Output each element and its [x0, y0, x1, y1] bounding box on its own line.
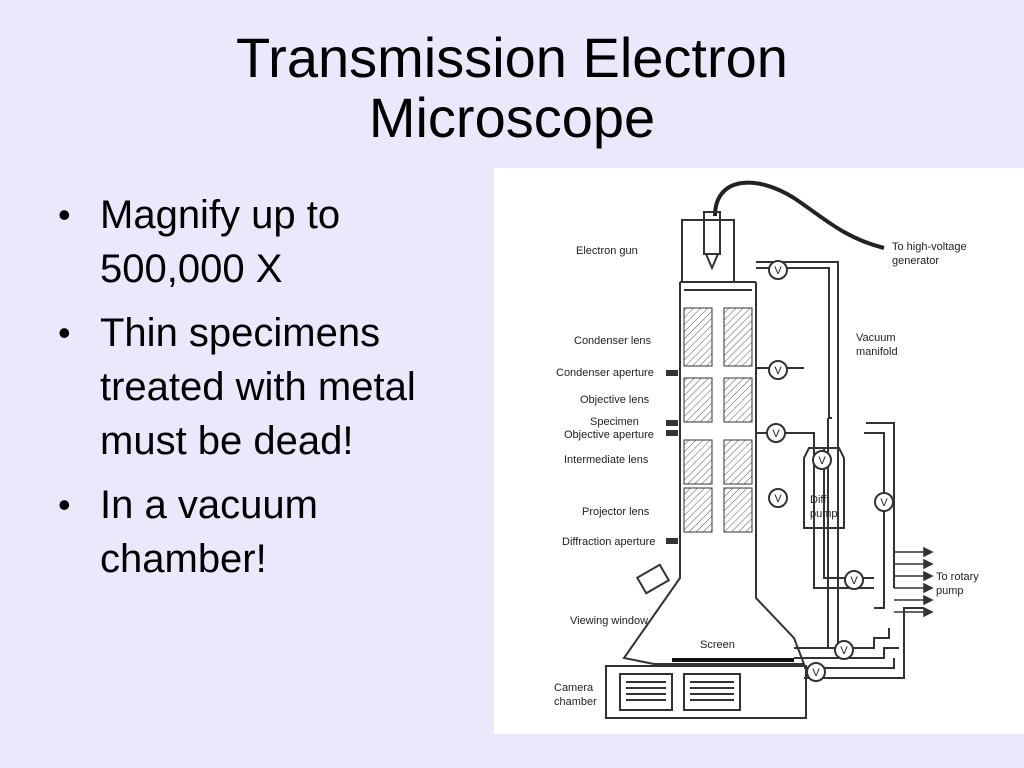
tem-diagram: V V V V V V V V [494, 168, 1024, 734]
svg-text:V: V [850, 575, 858, 587]
bullet-text: Thin specimens treated with metal must b… [100, 311, 416, 463]
bullet-text-line: Magnify up to [100, 193, 341, 237]
label-high-voltage-1: To high-voltage [892, 241, 967, 253]
viewing-window-icon [635, 563, 671, 595]
label-diff-2: pump [810, 508, 838, 520]
bullet-text-line: chamber! [100, 537, 267, 581]
label-vacuum-2: manifold [856, 346, 898, 358]
bullet-item: • Thin specimens treated with metal must… [58, 306, 478, 468]
rotary-pump-arrows [894, 546, 934, 618]
bullet-item: • Magnify up to 500,000 X [58, 188, 478, 296]
bullet-marker: • [58, 312, 71, 353]
intermediate-lens-icon [683, 439, 753, 485]
bullet-text-line: Thin specimens [100, 311, 381, 355]
slide-title-line-1: Transmission Electron [236, 26, 788, 89]
label-intermediate-lens: Intermediate lens [564, 454, 649, 466]
label-vacuum-1: Vacuum [856, 332, 896, 344]
label-diffraction-aperture: Diffraction aperture [562, 536, 655, 548]
label-viewing-window: Viewing window [570, 615, 648, 627]
viewing-chamber [622, 548, 806, 665]
label-camera-1: Camera [554, 682, 594, 694]
svg-text:V: V [812, 667, 820, 679]
valve-icon: V [834, 640, 854, 660]
projector-lens-icon [683, 487, 753, 533]
svg-text:V: V [818, 455, 826, 467]
valve-icon: V [844, 570, 864, 590]
valve-icon: V [768, 488, 788, 508]
label-projector-lens: Projector lens [582, 506, 650, 518]
bullet-text-line: must be dead! [100, 419, 354, 463]
condenser-lens-icon [683, 307, 753, 367]
slide-title: Transmission Electron Microscope [0, 28, 1024, 148]
aperture-markers [666, 370, 678, 544]
diff-pump-icon [803, 447, 845, 529]
tem-diagram-svg: V V V V V V V V [554, 180, 979, 719]
valve-icon: V [806, 662, 826, 682]
bullet-text-line: 500,000 X [100, 247, 283, 291]
valve-icon: V [874, 492, 894, 512]
valve-icon: V [812, 450, 832, 470]
label-diff-1: Diff [810, 494, 827, 506]
microscope-column [679, 281, 757, 548]
label-specimen: Specimen [590, 416, 639, 428]
label-condenser-lens: Condenser lens [574, 335, 652, 347]
electron-gun-icon [681, 211, 735, 283]
slide-title-line-2: Microscope [368, 86, 656, 149]
label-camera-2: chamber [554, 696, 597, 708]
bullet-text-line: treated with metal [100, 365, 416, 409]
bullet-marker: • [58, 194, 71, 235]
svg-text:V: V [880, 497, 888, 509]
label-electron-gun: Electron gun [576, 245, 638, 257]
bullet-item: • In a vacuum chamber! [58, 478, 478, 586]
svg-text:V: V [840, 645, 848, 657]
label-screen: Screen [700, 639, 735, 651]
svg-text:V: V [774, 493, 782, 505]
valve-icon: V [768, 260, 788, 280]
bullet-text: Magnify up to 500,000 X [100, 193, 340, 291]
label-objective-aperture: Objective aperture [564, 429, 654, 441]
bullet-marker: • [58, 484, 71, 525]
valve-icon: V [766, 423, 786, 443]
valve-icon: V [768, 360, 788, 380]
svg-text:V: V [774, 365, 782, 377]
label-high-voltage-2: generator [892, 255, 939, 267]
svg-text:V: V [772, 428, 780, 440]
bullet-text: In a vacuum chamber! [100, 483, 318, 581]
bullet-text-line: In a vacuum [100, 483, 318, 527]
high-voltage-cable [713, 180, 885, 250]
bullet-list: • Magnify up to 500,000 X • Thin specime… [58, 188, 478, 596]
label-rotary-1: To rotary [936, 571, 979, 583]
svg-text:V: V [774, 265, 782, 277]
label-objective-lens: Objective lens [580, 394, 650, 406]
camera-chamber-icon [605, 665, 807, 719]
vacuum-manifold-pipes [756, 261, 924, 679]
label-rotary-2: pump [936, 585, 964, 597]
label-condenser-aperture: Condenser aperture [556, 367, 654, 379]
objective-lens-icon [683, 377, 753, 423]
